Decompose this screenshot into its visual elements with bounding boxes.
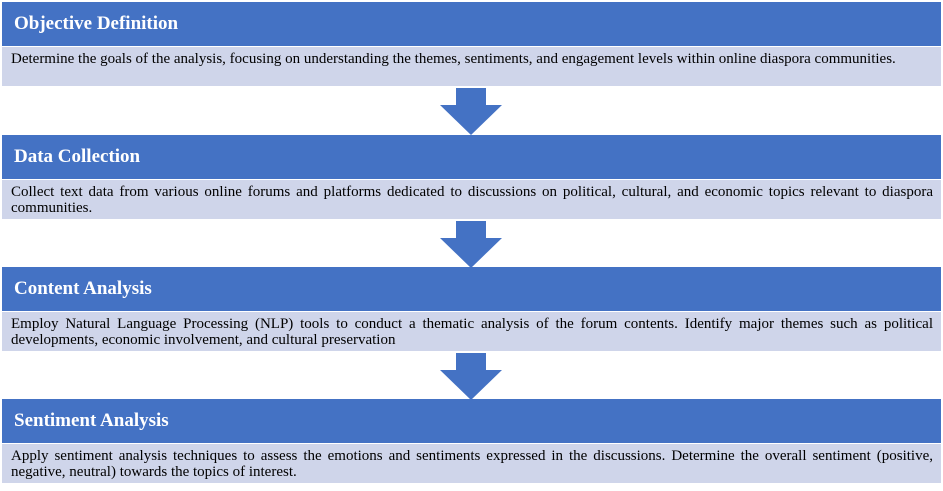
step-objective-definition: Objective Definition Determine the goals… (2, 2, 941, 86)
step-sentiment-analysis: Sentiment Analysis Apply sentiment analy… (2, 399, 941, 483)
down-arrow-icon (440, 221, 502, 268)
step-title: Sentiment Analysis (2, 399, 941, 443)
step-title: Data Collection (2, 135, 941, 179)
down-arrow-icon (440, 353, 502, 400)
step-content-analysis: Content Analysis Employ Natural Language… (2, 267, 941, 351)
down-arrow-icon (440, 88, 502, 135)
step-description: Employ Natural Language Processing (NLP)… (2, 311, 941, 351)
step-description: Collect text data from various online fo… (2, 179, 941, 219)
step-data-collection: Data Collection Collect text data from v… (2, 135, 941, 219)
step-description: Determine the goals of the analysis, foc… (2, 46, 941, 86)
step-title: Content Analysis (2, 267, 941, 311)
step-title: Objective Definition (2, 2, 941, 46)
step-description: Apply sentiment analysis techniques to a… (2, 443, 941, 483)
